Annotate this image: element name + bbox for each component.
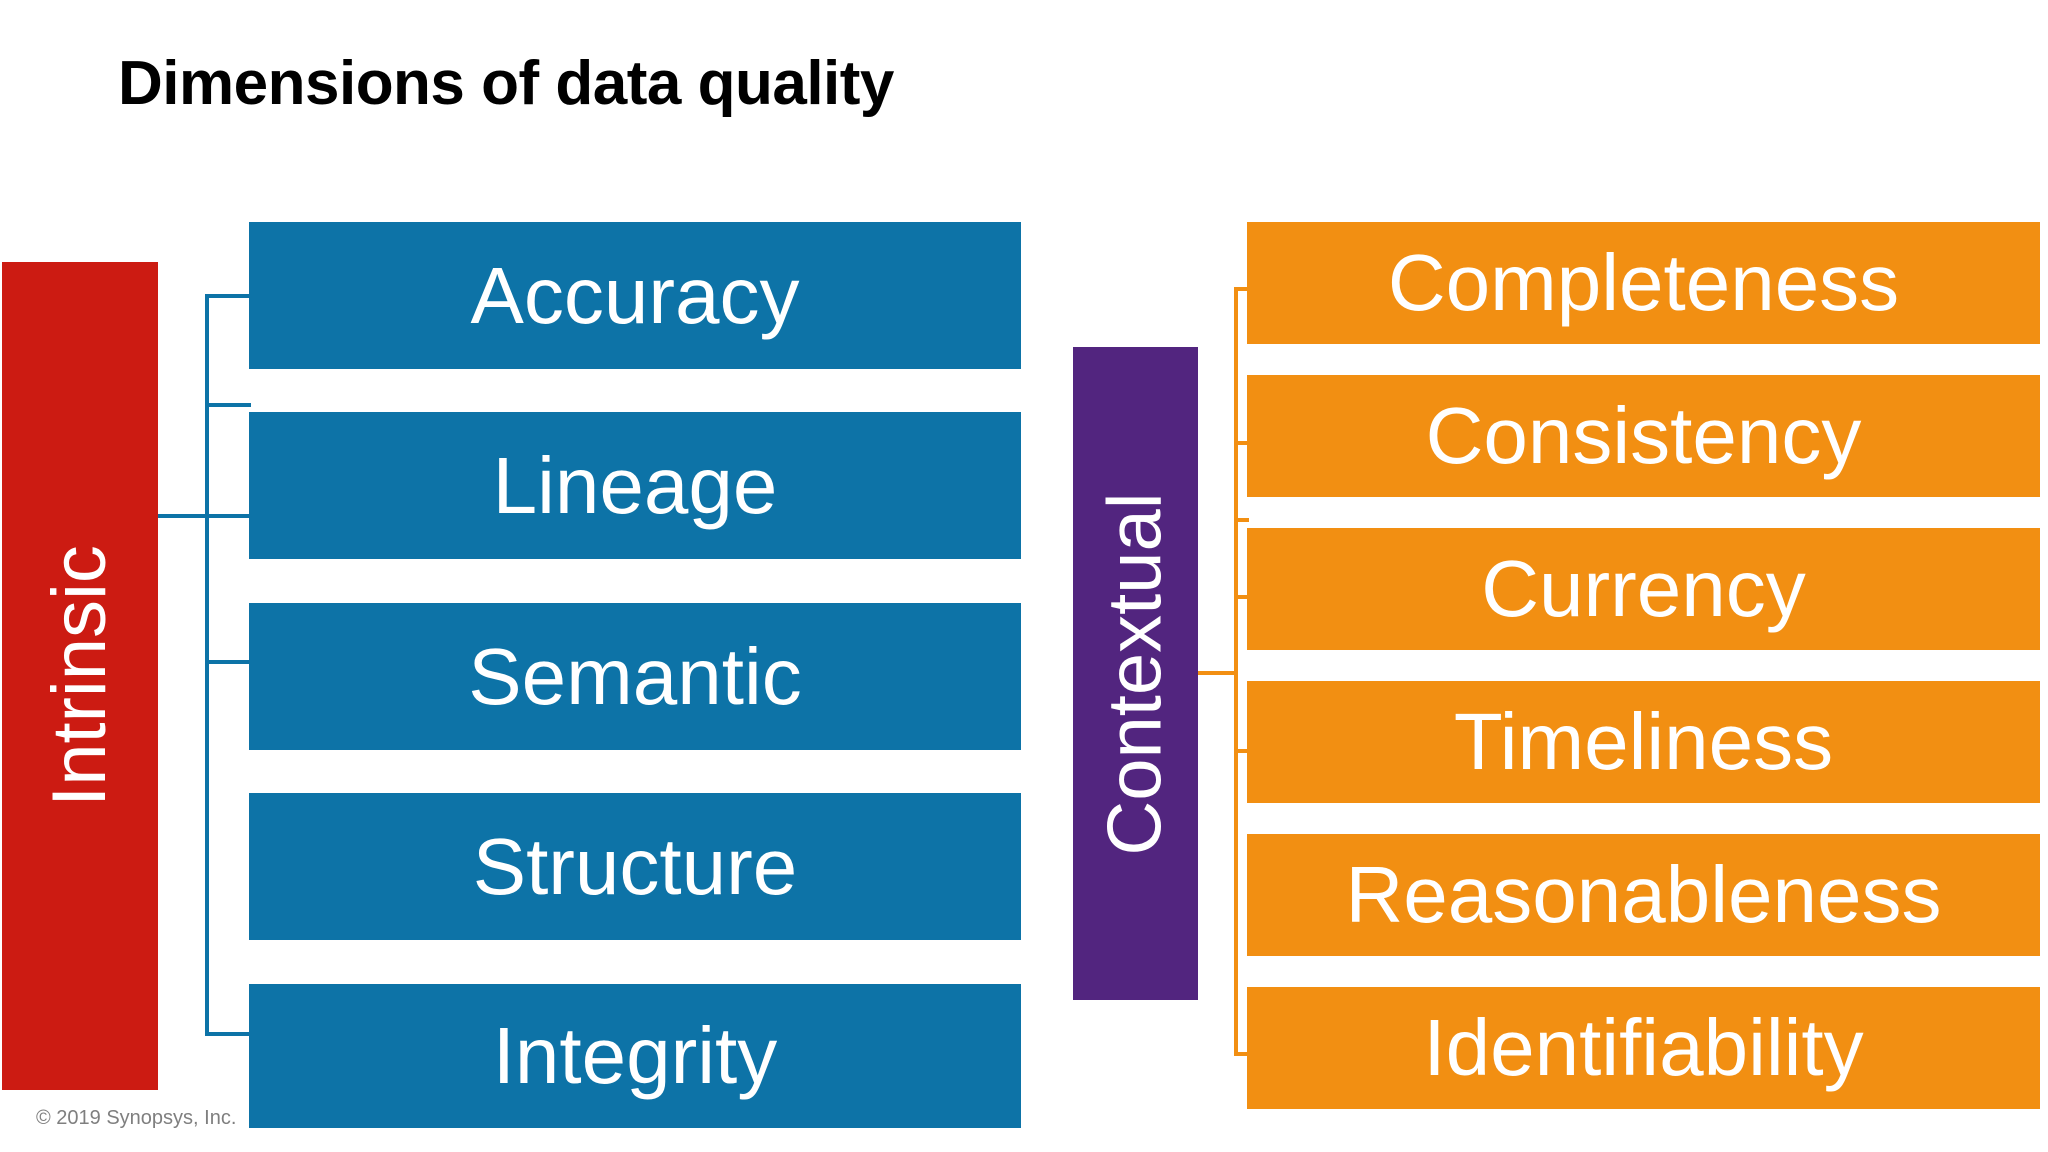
item-box-identifiability[interactable]: Identifiability — [1247, 987, 2040, 1109]
connector-intrinsic-stub-2 — [205, 403, 251, 407]
connector-contextual-spine — [1234, 287, 1238, 1056]
item-label: Reasonableness — [1345, 850, 1942, 939]
item-box-reasonableness[interactable]: Reasonableness — [1247, 834, 2040, 956]
item-label: Timeliness — [1453, 697, 1834, 786]
connector-contextual-trunk — [1198, 671, 1238, 675]
page-title: Dimensions of data quality — [118, 49, 894, 118]
item-box-currency[interactable]: Currency — [1247, 528, 2040, 650]
connector-contextual-stub-4 — [1234, 595, 1249, 599]
connector-contextual-stub-5 — [1234, 749, 1249, 753]
connector-contextual-stub-1 — [1234, 287, 1249, 291]
item-box-integrity[interactable]: Integrity — [249, 984, 1021, 1128]
item-label: Completeness — [1387, 238, 1900, 327]
connector-contextual-stub-3 — [1234, 518, 1249, 522]
connector-intrinsic-spine — [205, 294, 209, 1036]
item-box-semantic[interactable]: Semantic — [249, 603, 1021, 750]
item-label: Structure — [472, 821, 798, 911]
connector-intrinsic-stub-3 — [205, 514, 251, 518]
item-label: Integrity — [492, 1011, 778, 1100]
item-box-lineage[interactable]: Lineage — [249, 412, 1021, 559]
category-label-contextual: Contextual — [1092, 491, 1178, 856]
item-label: Lineage — [492, 440, 778, 530]
item-box-structure[interactable]: Structure — [249, 793, 1021, 940]
connector-intrinsic-stub-5 — [205, 1032, 251, 1036]
item-label: Semantic — [468, 631, 802, 721]
item-box-accuracy[interactable]: Accuracy — [249, 222, 1021, 369]
connector-intrinsic-stub-4 — [205, 660, 251, 664]
item-box-timeliness[interactable]: Timeliness — [1247, 681, 2040, 803]
item-box-completeness[interactable]: Completeness — [1247, 222, 2040, 344]
category-bar-intrinsic[interactable]: Intrinsic — [2, 262, 158, 1090]
connector-contextual-stub-6 — [1234, 1052, 1249, 1056]
copyright-notice: © 2019 Synopsys, Inc. — [36, 1107, 237, 1129]
connector-intrinsic-trunk — [158, 514, 209, 518]
item-label: Identifiability — [1423, 1003, 1864, 1092]
connector-intrinsic-stub-1 — [205, 294, 251, 298]
item-label: Currency — [1481, 544, 1806, 633]
category-label-intrinsic: Intrinsic — [37, 545, 122, 807]
item-label: Accuracy — [470, 250, 800, 340]
connector-contextual-stub-2 — [1234, 441, 1249, 445]
item-label: Consistency — [1425, 391, 1862, 480]
category-bar-contextual[interactable]: Contextual — [1073, 347, 1198, 1000]
item-box-consistency[interactable]: Consistency — [1247, 375, 2040, 497]
